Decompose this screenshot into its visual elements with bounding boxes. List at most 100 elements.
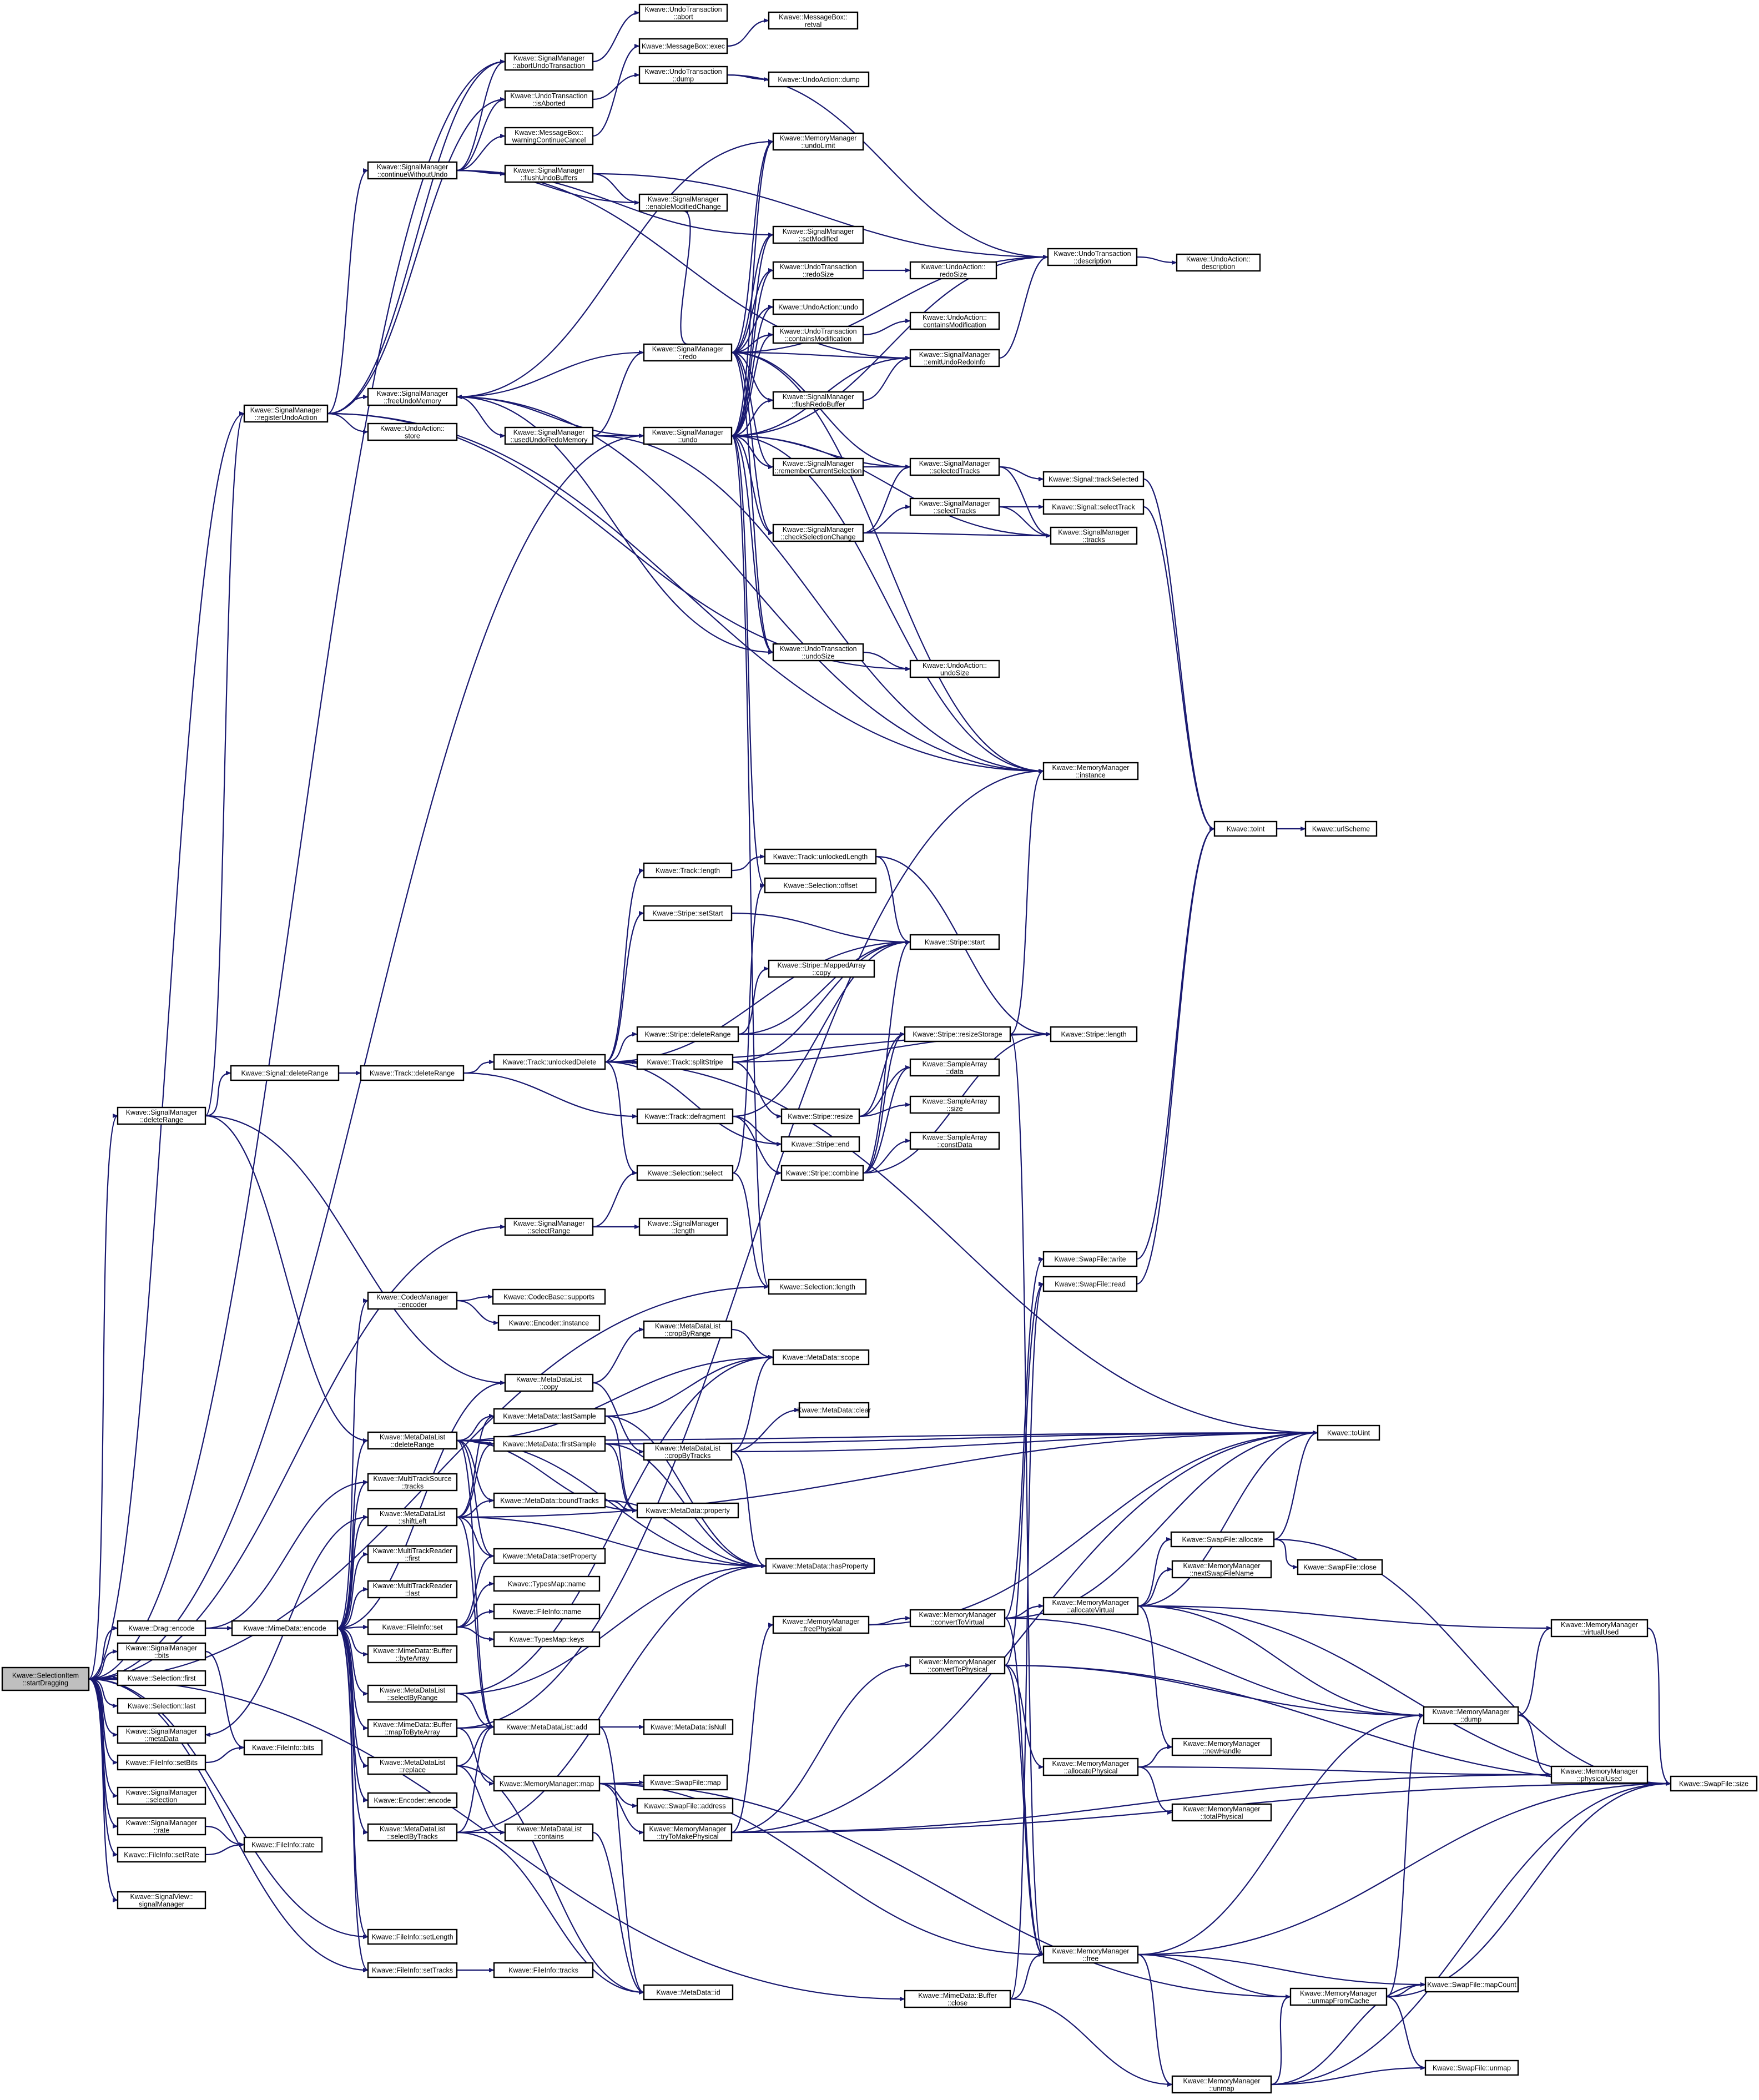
node-fi-tracks[interactable]: Kwave::FileInfo::tracks bbox=[493, 1962, 594, 1978]
node-sm-setmodified[interactable]: Kwave::SignalManager::setModified bbox=[772, 225, 864, 244]
node-ut-abort[interactable]: Kwave::UndoTransaction::abort bbox=[638, 3, 728, 22]
node-mdl-contains[interactable]: Kwave::MetaDataList::contains bbox=[504, 1823, 594, 1842]
node-swap-close[interactable]: Kwave::SwapFile::close bbox=[1297, 1559, 1383, 1575]
node-fi-name[interactable]: Kwave::FileInfo::name bbox=[493, 1603, 601, 1620]
node-fi-setlength[interactable]: Kwave::FileInfo::setLength bbox=[367, 1928, 458, 1945]
node-sm-remembersel[interactable]: Kwave::SignalManager::rememberCurrentSel… bbox=[772, 457, 864, 476]
node-ut-undosize[interactable]: Kwave::UndoTransaction::undoSize bbox=[772, 643, 864, 662]
node-md-hasproperty[interactable]: Kwave::MetaData::hasProperty bbox=[765, 1558, 875, 1574]
node-sm-usedundoredo[interactable]: Kwave::SignalManager::usedUndoRedoMemory bbox=[504, 426, 594, 445]
node-sm-rate[interactable]: Kwave::SignalManager::rate bbox=[117, 1817, 206, 1836]
node-sm-selectedtracks[interactable]: Kwave::SignalManager::selectedTracks bbox=[909, 457, 1000, 476]
node-mmdrag-encode[interactable]: Kwave::Drag::encode bbox=[117, 1620, 206, 1636]
node-sm-selection[interactable]: Kwave::SignalManager::selection bbox=[117, 1786, 206, 1805]
node-md-isnull[interactable]: Kwave::MetaData::isNull bbox=[643, 1719, 734, 1735]
node-sm-flushredo[interactable]: Kwave::SignalManager::flushRedoBuffer bbox=[772, 391, 864, 410]
node-touint[interactable]: Kwave::toUint bbox=[1317, 1424, 1380, 1441]
node-mdl-croptracks[interactable]: Kwave::MetaDataList::cropByTracks bbox=[643, 1442, 733, 1461]
node-sa-size[interactable]: Kwave::SampleArray::size bbox=[909, 1095, 1000, 1114]
node-mb-warning[interactable]: Kwave::MessageBox::warningContinueCancel bbox=[504, 127, 594, 145]
node-mm-dump[interactable]: Kwave::MemoryManager::dump bbox=[1423, 1706, 1519, 1725]
node-mm-freephysical[interactable]: Kwave::MemoryManager::freePhysical bbox=[772, 1615, 870, 1634]
node-mm-physicalused[interactable]: Kwave::MemoryManager::physicalUsed bbox=[1550, 1765, 1649, 1784]
node-sel-select[interactable]: Kwave::Selection::select bbox=[636, 1165, 734, 1181]
node-md-firstsample[interactable]: Kwave::MetaData::firstSample bbox=[493, 1436, 606, 1452]
node-sm-selecttracks[interactable]: Kwave::SignalManager::selectTracks bbox=[909, 497, 1000, 516]
node-sm-registerundo[interactable]: Kwave::SignalManager::registerUndoAction bbox=[243, 404, 329, 423]
node-mime-encode[interactable]: Kwave::MimeData::encode bbox=[231, 1620, 339, 1636]
node-mm-allocatevirtual[interactable]: Kwave::MemoryManager::allocateVirtual bbox=[1042, 1597, 1139, 1615]
node-sel-length[interactable]: Kwave::Selection::length bbox=[768, 1278, 867, 1295]
node-stripe-deleterange[interactable]: Kwave::Stripe::deleteRange bbox=[636, 1026, 739, 1043]
node-sa-constdata[interactable]: Kwave::SampleArray::constData bbox=[909, 1131, 1000, 1150]
node-mm-map[interactable]: Kwave::MemoryManager::map bbox=[493, 1775, 601, 1792]
node-mdl-selectrange[interactable]: Kwave::MetaDataList::selectByRange bbox=[367, 1684, 458, 1703]
node-track-deleterange[interactable]: Kwave::Track::deleteRange bbox=[360, 1065, 465, 1081]
node-mm-converttophysical[interactable]: Kwave::MemoryManager::convertToPhysical bbox=[909, 1656, 1006, 1675]
node-encoder-encode[interactable]: Kwave::Encoder::encode bbox=[367, 1792, 458, 1809]
node-mb-exec[interactable]: Kwave::MessageBox::exec bbox=[638, 38, 728, 54]
node-mtr-last[interactable]: Kwave::MultiTrackReader::last bbox=[367, 1580, 458, 1599]
node-encoder-instance[interactable]: Kwave::Encoder::instance bbox=[497, 1315, 601, 1331]
node-swap-write[interactable]: Kwave::SwapFile::write bbox=[1042, 1251, 1138, 1267]
node-track-length[interactable]: Kwave::Track::length bbox=[643, 862, 733, 879]
node-stripe-mappedcopy[interactable]: Kwave::Stripe::MappedArray::copy bbox=[768, 959, 875, 978]
node-stripe-setstart[interactable]: Kwave::Stripe::setStart bbox=[643, 905, 733, 921]
node-sig-deleterange[interactable]: Kwave::Signal::deleteRange bbox=[230, 1065, 340, 1081]
node-urlscheme[interactable]: Kwave::urlScheme bbox=[1304, 820, 1378, 837]
node-sig-selecttrack[interactable]: Kwave::Signal::selectTrack bbox=[1042, 498, 1145, 515]
node-mdb-maptobytearray[interactable]: Kwave::MimeData::Buffer::mapToByteArray bbox=[367, 1719, 458, 1738]
node-swap-allocate[interactable]: Kwave::SwapFile::allocate bbox=[1170, 1531, 1275, 1548]
node-ua-redosize[interactable]: Kwave::UndoAction::redoSize bbox=[909, 261, 997, 280]
node-mdb-close[interactable]: Kwave::MimeData::Buffer::close bbox=[904, 1990, 1011, 2008]
node-mm-totalphysical[interactable]: Kwave::MemoryManager::totalPhysical bbox=[1171, 1803, 1272, 1822]
node-sm-deleterange[interactable]: Kwave::SignalManager::deleteRange bbox=[117, 1106, 206, 1125]
node-md-clear[interactable]: Kwave::MetaData::clear bbox=[797, 1402, 871, 1418]
node-sv-signalmanager[interactable]: Kwave::SignalView::signalManager bbox=[117, 1891, 206, 1910]
node-swap-size[interactable]: Kwave::SwapFile::size bbox=[1670, 1775, 1758, 1792]
node-sel-last[interactable]: Kwave::Selection::last bbox=[117, 1698, 206, 1714]
node-fi-bits[interactable]: Kwave::FileInfo::bits bbox=[243, 1739, 323, 1756]
node-md-lastsample[interactable]: Kwave::MetaData::lastSample bbox=[493, 1408, 606, 1424]
node-mm-free[interactable]: Kwave::MemoryManager::free bbox=[1042, 1945, 1139, 1964]
node-codec-encoder[interactable]: Kwave::CodecManager::encoder bbox=[367, 1291, 458, 1310]
node-toint[interactable]: Kwave::toInt bbox=[1213, 820, 1278, 837]
node-track-splitstripe[interactable]: Kwave::Track::splitStripe bbox=[636, 1054, 734, 1070]
node-ua-dump[interactable]: Kwave::UndoAction::dump bbox=[768, 71, 870, 88]
node-sm-selectrange[interactable]: Kwave::SignalManager::selectRange bbox=[504, 1217, 594, 1236]
node-sm-emitundoredo[interactable]: Kwave::SignalManager::emitUndoRedoInfo bbox=[909, 349, 1000, 367]
node-sel-first[interactable]: Kwave::Selection::first bbox=[117, 1670, 206, 1686]
node-fi-set[interactable]: Kwave::FileInfo::set bbox=[367, 1619, 458, 1635]
node-mdb-bytearray[interactable]: Kwave::MimeData::Buffer::byteArray bbox=[367, 1645, 458, 1664]
node-stripe-combine[interactable]: Kwave::Stripe::combine bbox=[780, 1165, 864, 1181]
node-sm-abortundo[interactable]: Kwave::SignalManager::abortUndoTransacti… bbox=[504, 52, 594, 71]
node-mm-trytomakephysical[interactable]: Kwave::MemoryManager::tryToMakePhysical bbox=[643, 1823, 733, 1842]
node-sm-metadata[interactable]: Kwave::SignalManager::metaData bbox=[117, 1725, 206, 1744]
node-mdl-shiftleft[interactable]: Kwave::MetaDataList::shiftLeft bbox=[367, 1508, 458, 1527]
node-mm-unmapfromcache[interactable]: Kwave::MemoryManager::unmapFromCache bbox=[1289, 1987, 1388, 2006]
node-fi-setrate[interactable]: Kwave::FileInfo::setRate bbox=[117, 1846, 206, 1863]
node-ut-isaborted[interactable]: Kwave::UndoTransaction::isAborted bbox=[504, 90, 594, 109]
node-ua-undosize[interactable]: Kwave::UndoAction::undoSize bbox=[909, 659, 1000, 678]
node-ut-redosize[interactable]: Kwave::UndoTransaction::redoSize bbox=[772, 261, 864, 280]
node-swap-address[interactable]: Kwave::SwapFile::address bbox=[636, 1797, 734, 1814]
node-mm-instance[interactable]: Kwave::MemoryManager::instance bbox=[1042, 762, 1139, 780]
node-track-unlockedlength[interactable]: Kwave::Track::unlockedLength bbox=[764, 848, 877, 865]
node-swap-map[interactable]: Kwave::SwapFile::map bbox=[643, 1774, 728, 1791]
node-stripe-end[interactable]: Kwave::Stripe::end bbox=[780, 1136, 860, 1152]
node-mts-tracks[interactable]: Kwave::MultiTrackSource::tracks bbox=[367, 1473, 458, 1492]
node-sig-trackselected[interactable]: Kwave::Signal::trackSelected bbox=[1042, 471, 1145, 487]
node-mm-undolimit[interactable]: Kwave::MemoryManager::undoLimit bbox=[772, 132, 864, 151]
node-mdl-selecttracks[interactable]: Kwave::MetaDataList::selectByTracks bbox=[367, 1823, 458, 1842]
node-fi-setbits[interactable]: Kwave::FileInfo::setBits bbox=[117, 1754, 206, 1771]
node-mm-allocatephysical[interactable]: Kwave::MemoryManager::allocatePhysical bbox=[1042, 1757, 1139, 1776]
node-sm-tracks[interactable]: Kwave::SignalManager::tracks bbox=[1050, 526, 1138, 545]
node-mdl-copy[interactable]: Kwave::MetaDataList::copy bbox=[504, 1373, 594, 1392]
node-tm-keys[interactable]: Kwave::TypesMap::keys bbox=[493, 1631, 601, 1648]
node-tm-name[interactable]: Kwave::TypesMap::name bbox=[493, 1575, 601, 1592]
node-ua-description[interactable]: Kwave::UndoAction::description bbox=[1176, 253, 1261, 272]
node-mm-newhandle[interactable]: Kwave::MemoryManager::newHandle bbox=[1171, 1738, 1272, 1756]
node-mdl-replace[interactable]: Kwave::MetaDataList::replace bbox=[367, 1756, 458, 1775]
node-mdl-croprange[interactable]: Kwave::MetaDataList::cropByRange bbox=[643, 1320, 733, 1339]
node-mdl-add[interactable]: Kwave::MetaDataList::add bbox=[493, 1719, 601, 1735]
